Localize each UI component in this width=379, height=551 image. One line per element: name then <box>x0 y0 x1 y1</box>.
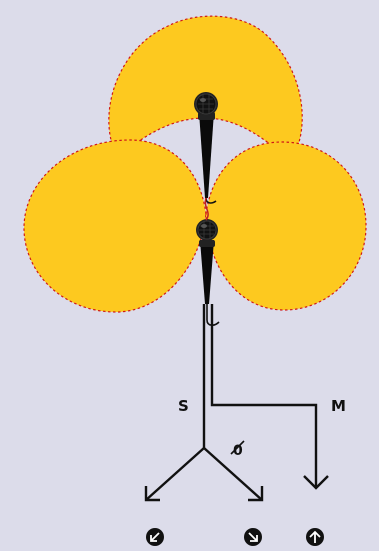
side-label: S <box>178 397 189 415</box>
signal-flow <box>146 304 328 500</box>
mid-signal-line <box>212 304 316 488</box>
arrow-down-left-icon <box>146 528 164 546</box>
arrow-up-icon <box>306 528 324 546</box>
side-pickup-lobe-right <box>206 142 366 310</box>
arrow-down-right-icon <box>244 528 262 546</box>
side-pickup-lobe-left <box>24 140 206 312</box>
split-left-line <box>146 448 204 500</box>
mid-label: M <box>331 397 346 415</box>
phase-label: 0 <box>231 441 244 459</box>
side-microphone <box>196 219 219 325</box>
